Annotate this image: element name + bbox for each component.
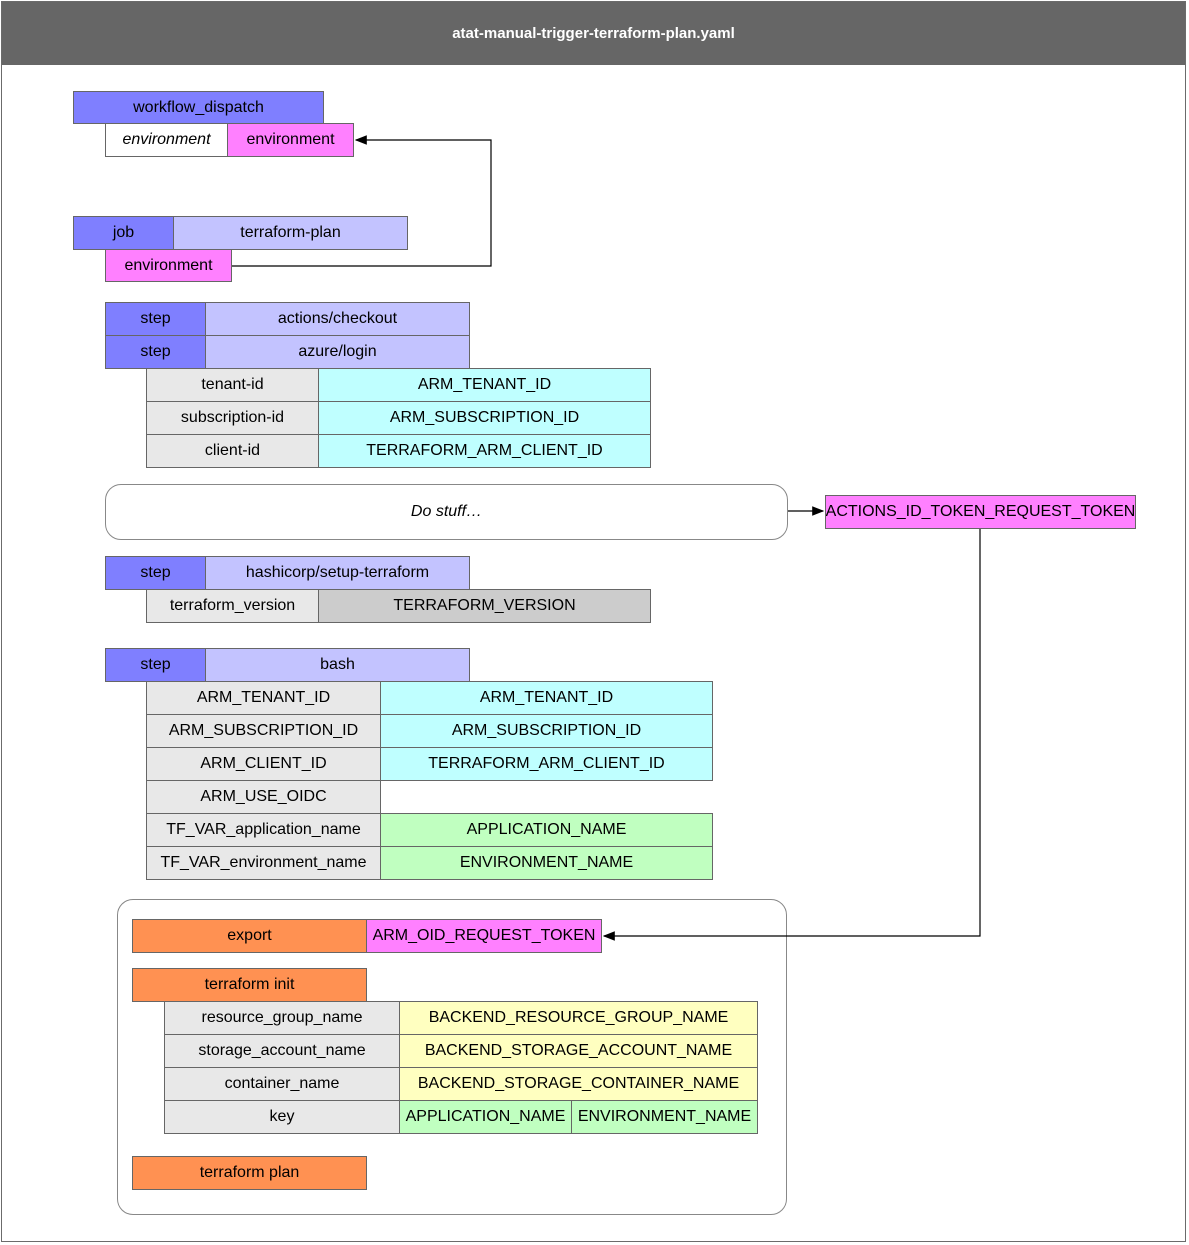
env-key: ARM_SUBSCRIPTION_ID xyxy=(146,714,381,748)
export-value: ARM_OID_REQUEST_TOKEN xyxy=(366,919,602,953)
param-value: ARM_TENANT_ID xyxy=(318,368,651,402)
step-setup-terraform: hashicorp/setup-terraform xyxy=(205,556,470,590)
param-value: TERRAFORM_ARM_CLIENT_ID xyxy=(318,434,651,468)
init-key: resource_group_name xyxy=(164,1001,400,1035)
job-label: job xyxy=(73,216,174,250)
export-label: export xyxy=(132,919,367,953)
input-name: environment xyxy=(105,123,228,157)
env-value: ARM_SUBSCRIPTION_ID xyxy=(380,714,713,748)
init-value: BACKEND_STORAGE_ACCOUNT_NAME xyxy=(399,1034,758,1068)
step-label: step xyxy=(105,302,206,336)
terraform-init: terraform init xyxy=(132,968,367,1002)
step-label: step xyxy=(105,335,206,369)
init-key: container_name xyxy=(164,1067,400,1101)
token-node: ACTIONS_ID_TOKEN_REQUEST_TOKEN xyxy=(825,495,1136,529)
init-value-application: APPLICATION_NAME xyxy=(399,1100,572,1134)
init-value-environment: ENVIRONMENT_NAME xyxy=(571,1100,758,1134)
do-stuff-label: Do stuff… xyxy=(410,503,483,520)
param-key: client-id xyxy=(146,434,319,468)
param-key: tenant-id xyxy=(146,368,319,402)
param-value: ARM_SUBSCRIPTION_ID xyxy=(318,401,651,435)
param-key: subscription-id xyxy=(146,401,319,435)
env-key: TF_VAR_environment_name xyxy=(146,846,381,880)
diagram-title: atat-manual-trigger-terraform-plan.yaml xyxy=(2,2,1185,65)
env-key: TF_VAR_application_name xyxy=(146,813,381,847)
step-checkout: actions/checkout xyxy=(205,302,470,336)
init-value: BACKEND_RESOURCE_GROUP_NAME xyxy=(399,1001,758,1035)
step-bash: bash xyxy=(205,648,470,682)
init-key: storage_account_name xyxy=(164,1034,400,1068)
step-azure-login: azure/login xyxy=(205,335,470,369)
do-stuff-box: Do stuff… xyxy=(105,484,788,540)
env-key: ARM_CLIENT_ID xyxy=(146,747,381,781)
job-environment: environment xyxy=(105,249,232,282)
step-label: step xyxy=(105,556,206,590)
job-name: terraform-plan xyxy=(173,216,408,250)
env-value: APPLICATION_NAME xyxy=(380,813,713,847)
param-key: terraform_version xyxy=(146,589,319,623)
param-value: TERRAFORM_VERSION xyxy=(318,589,651,623)
input-value: environment xyxy=(227,123,354,157)
init-value: BACKEND_STORAGE_CONTAINER_NAME xyxy=(399,1067,758,1101)
init-key: key xyxy=(164,1100,400,1134)
env-key: ARM_USE_OIDC xyxy=(146,780,381,814)
env-value: ENVIRONMENT_NAME xyxy=(380,846,713,880)
env-key: ARM_TENANT_ID xyxy=(146,681,381,715)
env-value: ARM_TENANT_ID xyxy=(380,681,713,715)
step-label: step xyxy=(105,648,206,682)
trigger-workflow-dispatch: workflow_dispatch xyxy=(73,91,324,124)
terraform-plan: terraform plan xyxy=(132,1156,367,1190)
env-value: TERRAFORM_ARM_CLIENT_ID xyxy=(380,747,713,781)
